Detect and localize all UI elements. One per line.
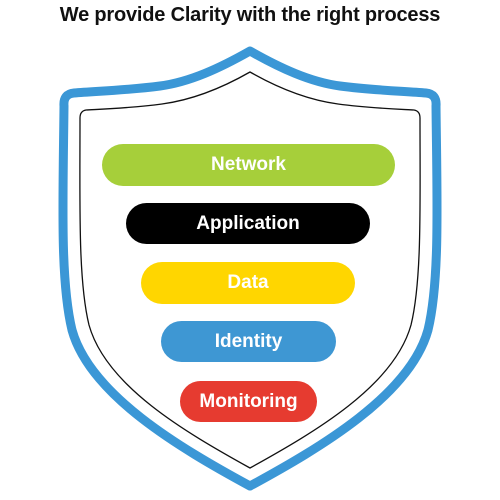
layer-network: Network	[102, 144, 395, 186]
layer-monitoring-label: Monitoring	[199, 390, 298, 412]
layer-identity: Identity	[161, 321, 336, 362]
diagram-title: We provide Clarity with the right proces…	[59, 4, 441, 26]
layer-monitoring: Monitoring	[180, 381, 317, 422]
layer-network-label: Network	[211, 154, 286, 175]
layer-data: Data	[141, 262, 355, 304]
layer-application-label: Application	[196, 212, 300, 234]
shield-inner-line	[79, 71, 421, 469]
layer-application: Application	[126, 203, 370, 244]
layer-identity-label: Identity	[214, 330, 283, 352]
layer-data-label: Data	[227, 272, 269, 293]
